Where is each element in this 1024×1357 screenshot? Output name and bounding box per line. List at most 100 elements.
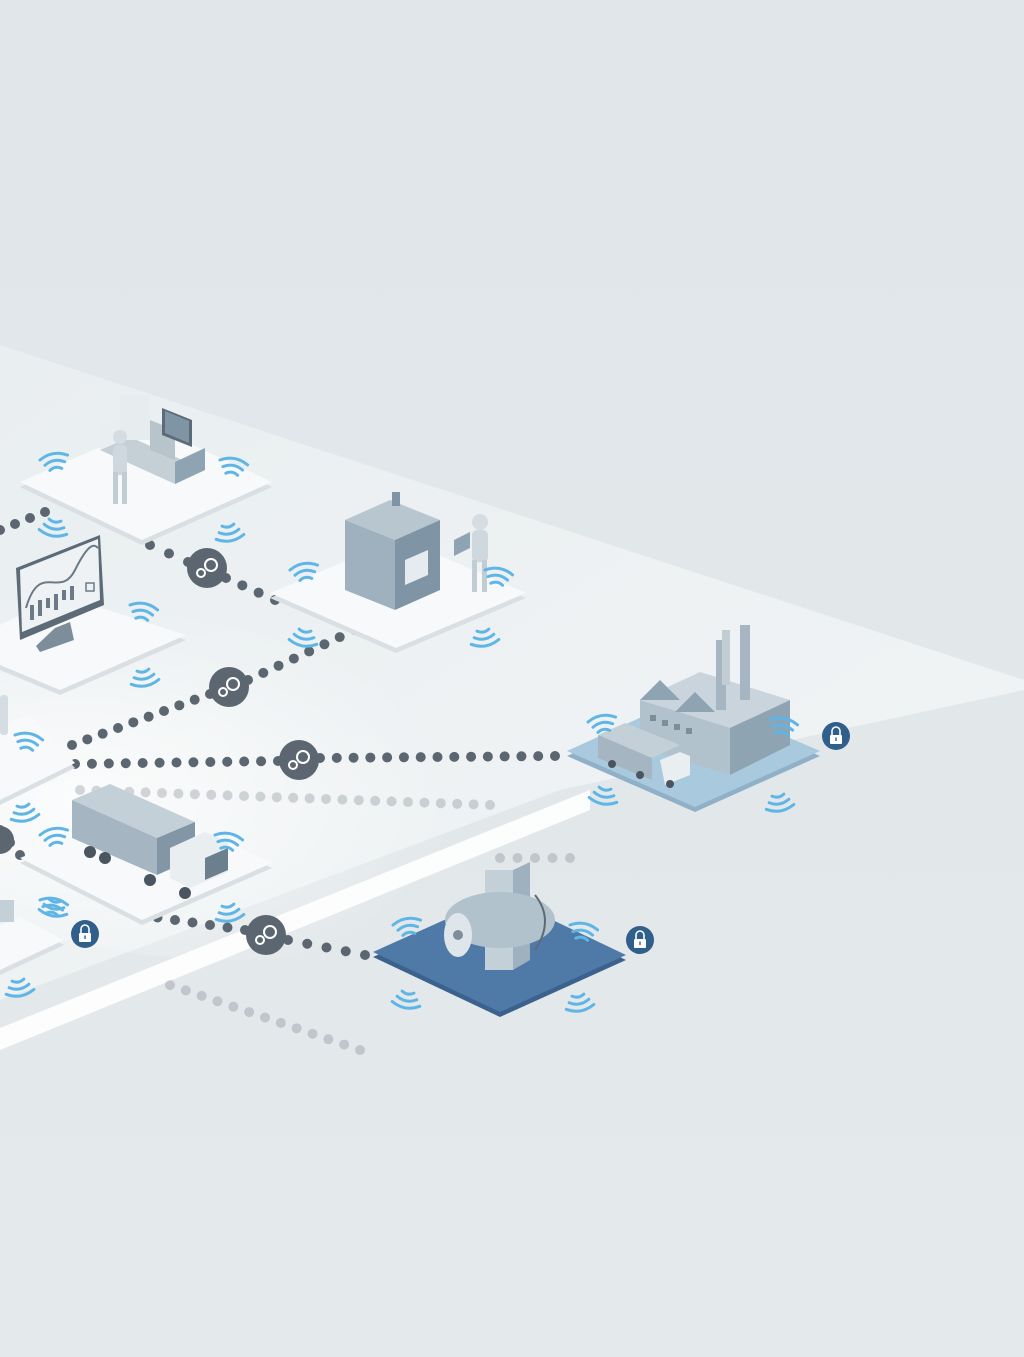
gear-badge-1[interactable] — [187, 548, 227, 588]
node-partial-bottom[interactable] — [0, 894, 70, 1000]
connector-dot — [340, 946, 351, 957]
connector-dot — [40, 507, 50, 517]
lock-badge-motor[interactable] — [626, 926, 654, 954]
reflection-dot — [180, 985, 191, 996]
connector-dot — [171, 757, 182, 768]
node-monitoring-display[interactable] — [0, 535, 186, 695]
reflection-dot — [355, 1045, 365, 1055]
connector-dot — [258, 667, 269, 678]
node-workstation-operator[interactable] — [20, 395, 272, 545]
motor-icon — [444, 862, 555, 970]
reflection-dot — [321, 794, 331, 804]
connector-dot — [67, 740, 77, 750]
platform-top — [0, 715, 75, 800]
connector-dot — [205, 920, 215, 930]
reflection-dot — [386, 796, 397, 807]
gear-badge-2[interactable] — [209, 667, 249, 707]
connector-dot — [188, 757, 199, 768]
reflection-dot — [189, 789, 200, 800]
reflection-dot — [255, 791, 266, 802]
reflection-dot — [173, 788, 184, 799]
lock-icon — [634, 930, 646, 948]
connector-dot — [304, 646, 315, 657]
reflection-dot — [435, 798, 446, 809]
workstation-with-operator-icon — [100, 395, 205, 504]
connector-dot — [164, 548, 174, 559]
node-motor-drive[interactable] — [373, 862, 626, 1017]
reflection-dot — [339, 1039, 350, 1050]
reflection-dot — [206, 789, 217, 800]
reflection-dot — [275, 1017, 286, 1028]
reflection-dot — [307, 1028, 318, 1039]
reflection-dot — [291, 1023, 302, 1034]
connector-dot — [137, 758, 148, 768]
factory-icon — [598, 625, 790, 788]
node-factory-with-truck[interactable] — [567, 625, 820, 815]
connector-dot — [86, 758, 97, 769]
connector-dot — [321, 942, 332, 953]
platform-top — [20, 425, 272, 540]
connector-dot — [113, 723, 123, 733]
lock-icon — [830, 726, 842, 744]
connector-dot — [319, 639, 330, 650]
connector-dot — [159, 706, 169, 716]
connector-dot — [302, 938, 313, 949]
gear-badge-partial[interactable] — [0, 826, 14, 854]
lock-badge-factory[interactable] — [822, 722, 850, 750]
connector-dot — [239, 756, 250, 767]
node-machine-cabinet[interactable] — [270, 492, 526, 653]
lock-icon — [79, 924, 91, 942]
node-truck-logistics[interactable] — [20, 784, 272, 925]
connector-dot — [466, 751, 477, 762]
connector-dot — [189, 694, 200, 705]
connector-dot — [222, 756, 233, 767]
node-operator-partial[interactable] — [0, 695, 75, 825]
connector-dot — [253, 587, 264, 598]
reflection-dot — [370, 795, 381, 806]
connector-dot — [331, 752, 342, 763]
gear-badge-4[interactable] — [246, 915, 286, 955]
connector-dot — [128, 717, 139, 728]
reflection-dot — [271, 792, 282, 803]
connector-dot — [516, 751, 527, 762]
machine-cabinet-with-operator-icon — [345, 492, 488, 610]
gear-badge-3[interactable] — [279, 740, 319, 780]
reflection-dot — [140, 787, 151, 798]
connector-dot — [288, 653, 299, 664]
connector-dot — [97, 728, 108, 739]
reflection-dot — [495, 853, 505, 863]
connector-dot — [174, 700, 185, 711]
reflection-dot — [323, 1034, 334, 1045]
reflection-dot — [512, 853, 523, 863]
person-icon — [0, 695, 8, 735]
connector-dot — [482, 751, 493, 762]
connector-dot — [415, 752, 426, 763]
reflection-dot — [222, 790, 233, 801]
reflection-dot — [530, 853, 540, 863]
gear-icon — [288, 750, 310, 770]
gear-icon — [196, 558, 218, 578]
reflection-dot — [353, 795, 364, 806]
reflection-dot — [165, 980, 175, 990]
reflection-dot — [196, 990, 207, 1001]
reflection-dot — [157, 788, 167, 798]
reflection-dot — [452, 798, 463, 809]
reflection-dot — [288, 792, 299, 803]
reflection-dot — [260, 1012, 270, 1023]
connector-dot — [10, 519, 20, 529]
connector-dot — [187, 917, 198, 928]
truck-icon — [72, 784, 228, 899]
connector-dot — [365, 752, 376, 763]
reflection-dot — [239, 791, 249, 801]
reflection-dot — [212, 996, 223, 1007]
reflection-dot — [75, 785, 85, 795]
connector-dot — [499, 751, 510, 762]
reflection-dot — [403, 797, 413, 807]
lock-badge-truck[interactable] — [71, 920, 99, 948]
connector-dot — [154, 757, 165, 768]
reflection-dot — [565, 853, 575, 863]
connector-dot — [222, 922, 233, 933]
connector-dot — [103, 758, 114, 769]
reflection-dot — [485, 800, 495, 810]
